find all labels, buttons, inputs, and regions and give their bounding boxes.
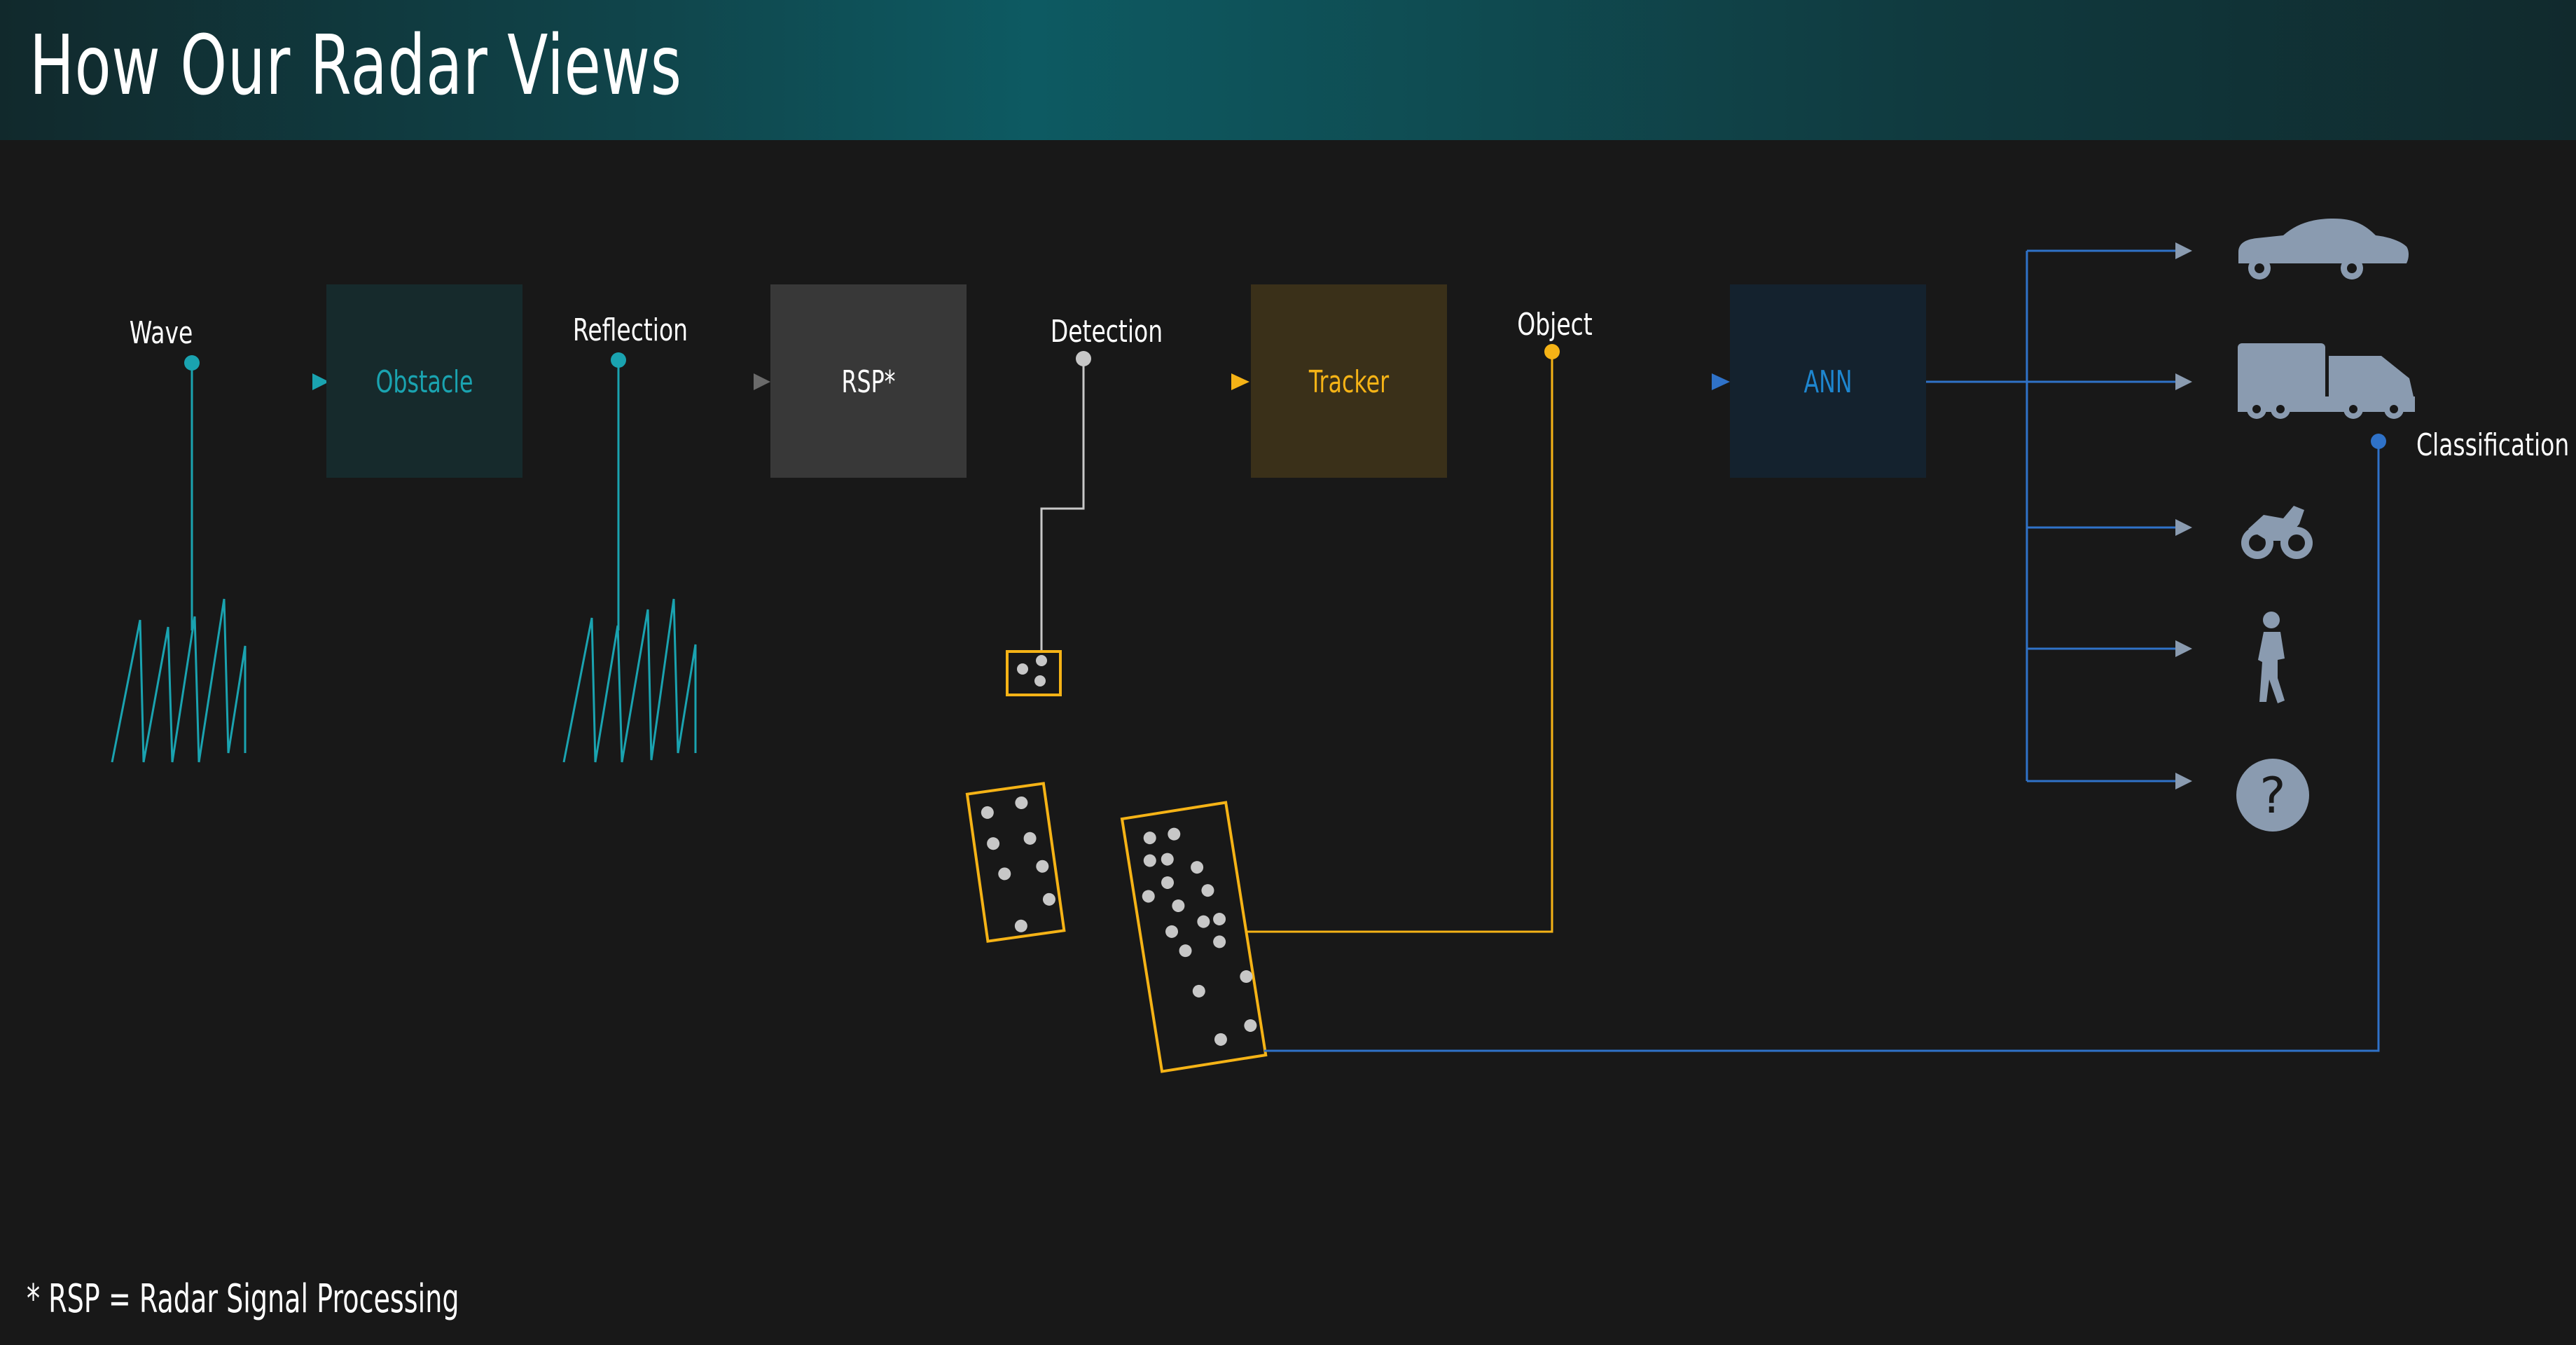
tracker-block (1251, 284, 1447, 478)
object-cluster-small (965, 782, 1066, 943)
object-connector (1247, 352, 1553, 933)
obstacle-label: Obstacle (375, 364, 473, 401)
reflection-signal-icon (562, 598, 697, 763)
detection-marker (1076, 351, 1091, 366)
classification-marker (2371, 434, 2386, 449)
wave-marker (184, 355, 200, 371)
car-icon (2238, 219, 2409, 280)
motorcycle-icon (2241, 506, 2313, 559)
flow-line-detection (967, 373, 1249, 390)
detection-connector (1040, 359, 1085, 651)
obstacle-block (326, 284, 522, 478)
ann-block (1730, 284, 1926, 478)
flow-line-object (1447, 373, 1730, 390)
rsp-label: RSP* (841, 364, 895, 401)
flow-line-reflection (522, 373, 770, 390)
detection-cluster (1006, 650, 1062, 696)
classification-connector (1264, 441, 2380, 1052)
tracker-label: Tracker (1308, 364, 1389, 401)
wave-label: Wave (130, 315, 193, 351)
rsp-block (770, 284, 967, 478)
object-marker (1544, 344, 1560, 359)
footnote: * RSP = Radar Signal Processing (27, 1276, 459, 1322)
ann-output-arrowheads (2175, 242, 2192, 789)
reflection-marker (611, 352, 626, 368)
ann-output-branches (1926, 249, 2178, 782)
object-label: Object (1517, 307, 1592, 343)
header-banner (0, 0, 2576, 140)
object-cluster-large (1120, 801, 1268, 1073)
svg-text:?: ? (2259, 767, 2285, 825)
truck-icon (2238, 343, 2415, 419)
reflection-label: Reflection (573, 312, 688, 348)
ann-label: ANN (1803, 364, 1852, 401)
page-title: How Our Radar Views (29, 17, 682, 113)
flow-line-wave (70, 373, 329, 390)
unknown-icon: ? (2236, 759, 2309, 832)
classification-label: Classification (2416, 427, 2569, 463)
wave-signal-icon (111, 598, 247, 763)
pedestrian-icon (2258, 612, 2285, 703)
detection-label: Detection (1051, 314, 1163, 350)
